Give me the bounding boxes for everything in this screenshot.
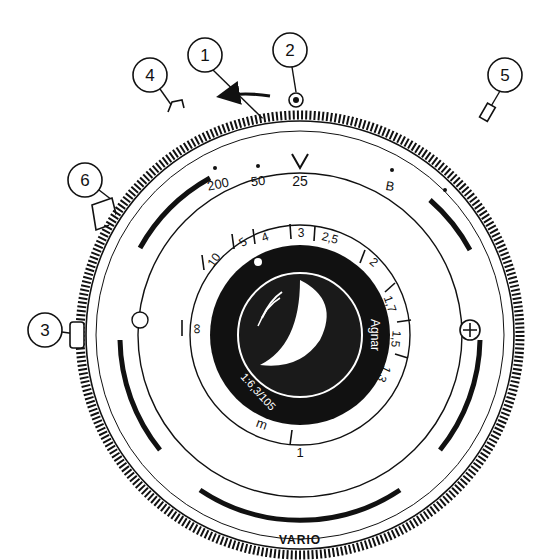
distance-mark: 1 xyxy=(296,446,303,459)
distance-mark: 2,5 xyxy=(320,230,339,246)
callout-number: 3 xyxy=(40,322,49,339)
shutter-name: VARIO xyxy=(279,534,321,546)
distance-mark: ∞ xyxy=(189,324,203,334)
callout-number: 5 xyxy=(500,67,509,84)
distance-mark: 1,5 xyxy=(389,330,402,348)
lens-name: Agnar xyxy=(369,319,381,351)
shutter-speed: 25 xyxy=(292,174,308,188)
distance-mark: 3 xyxy=(298,227,305,239)
callout-number: 1 xyxy=(200,47,209,64)
callout-number: 4 xyxy=(145,67,154,84)
shutter-speed: 50 xyxy=(250,174,266,188)
callout-number: 6 xyxy=(80,172,89,189)
callout-number: 2 xyxy=(285,42,294,59)
